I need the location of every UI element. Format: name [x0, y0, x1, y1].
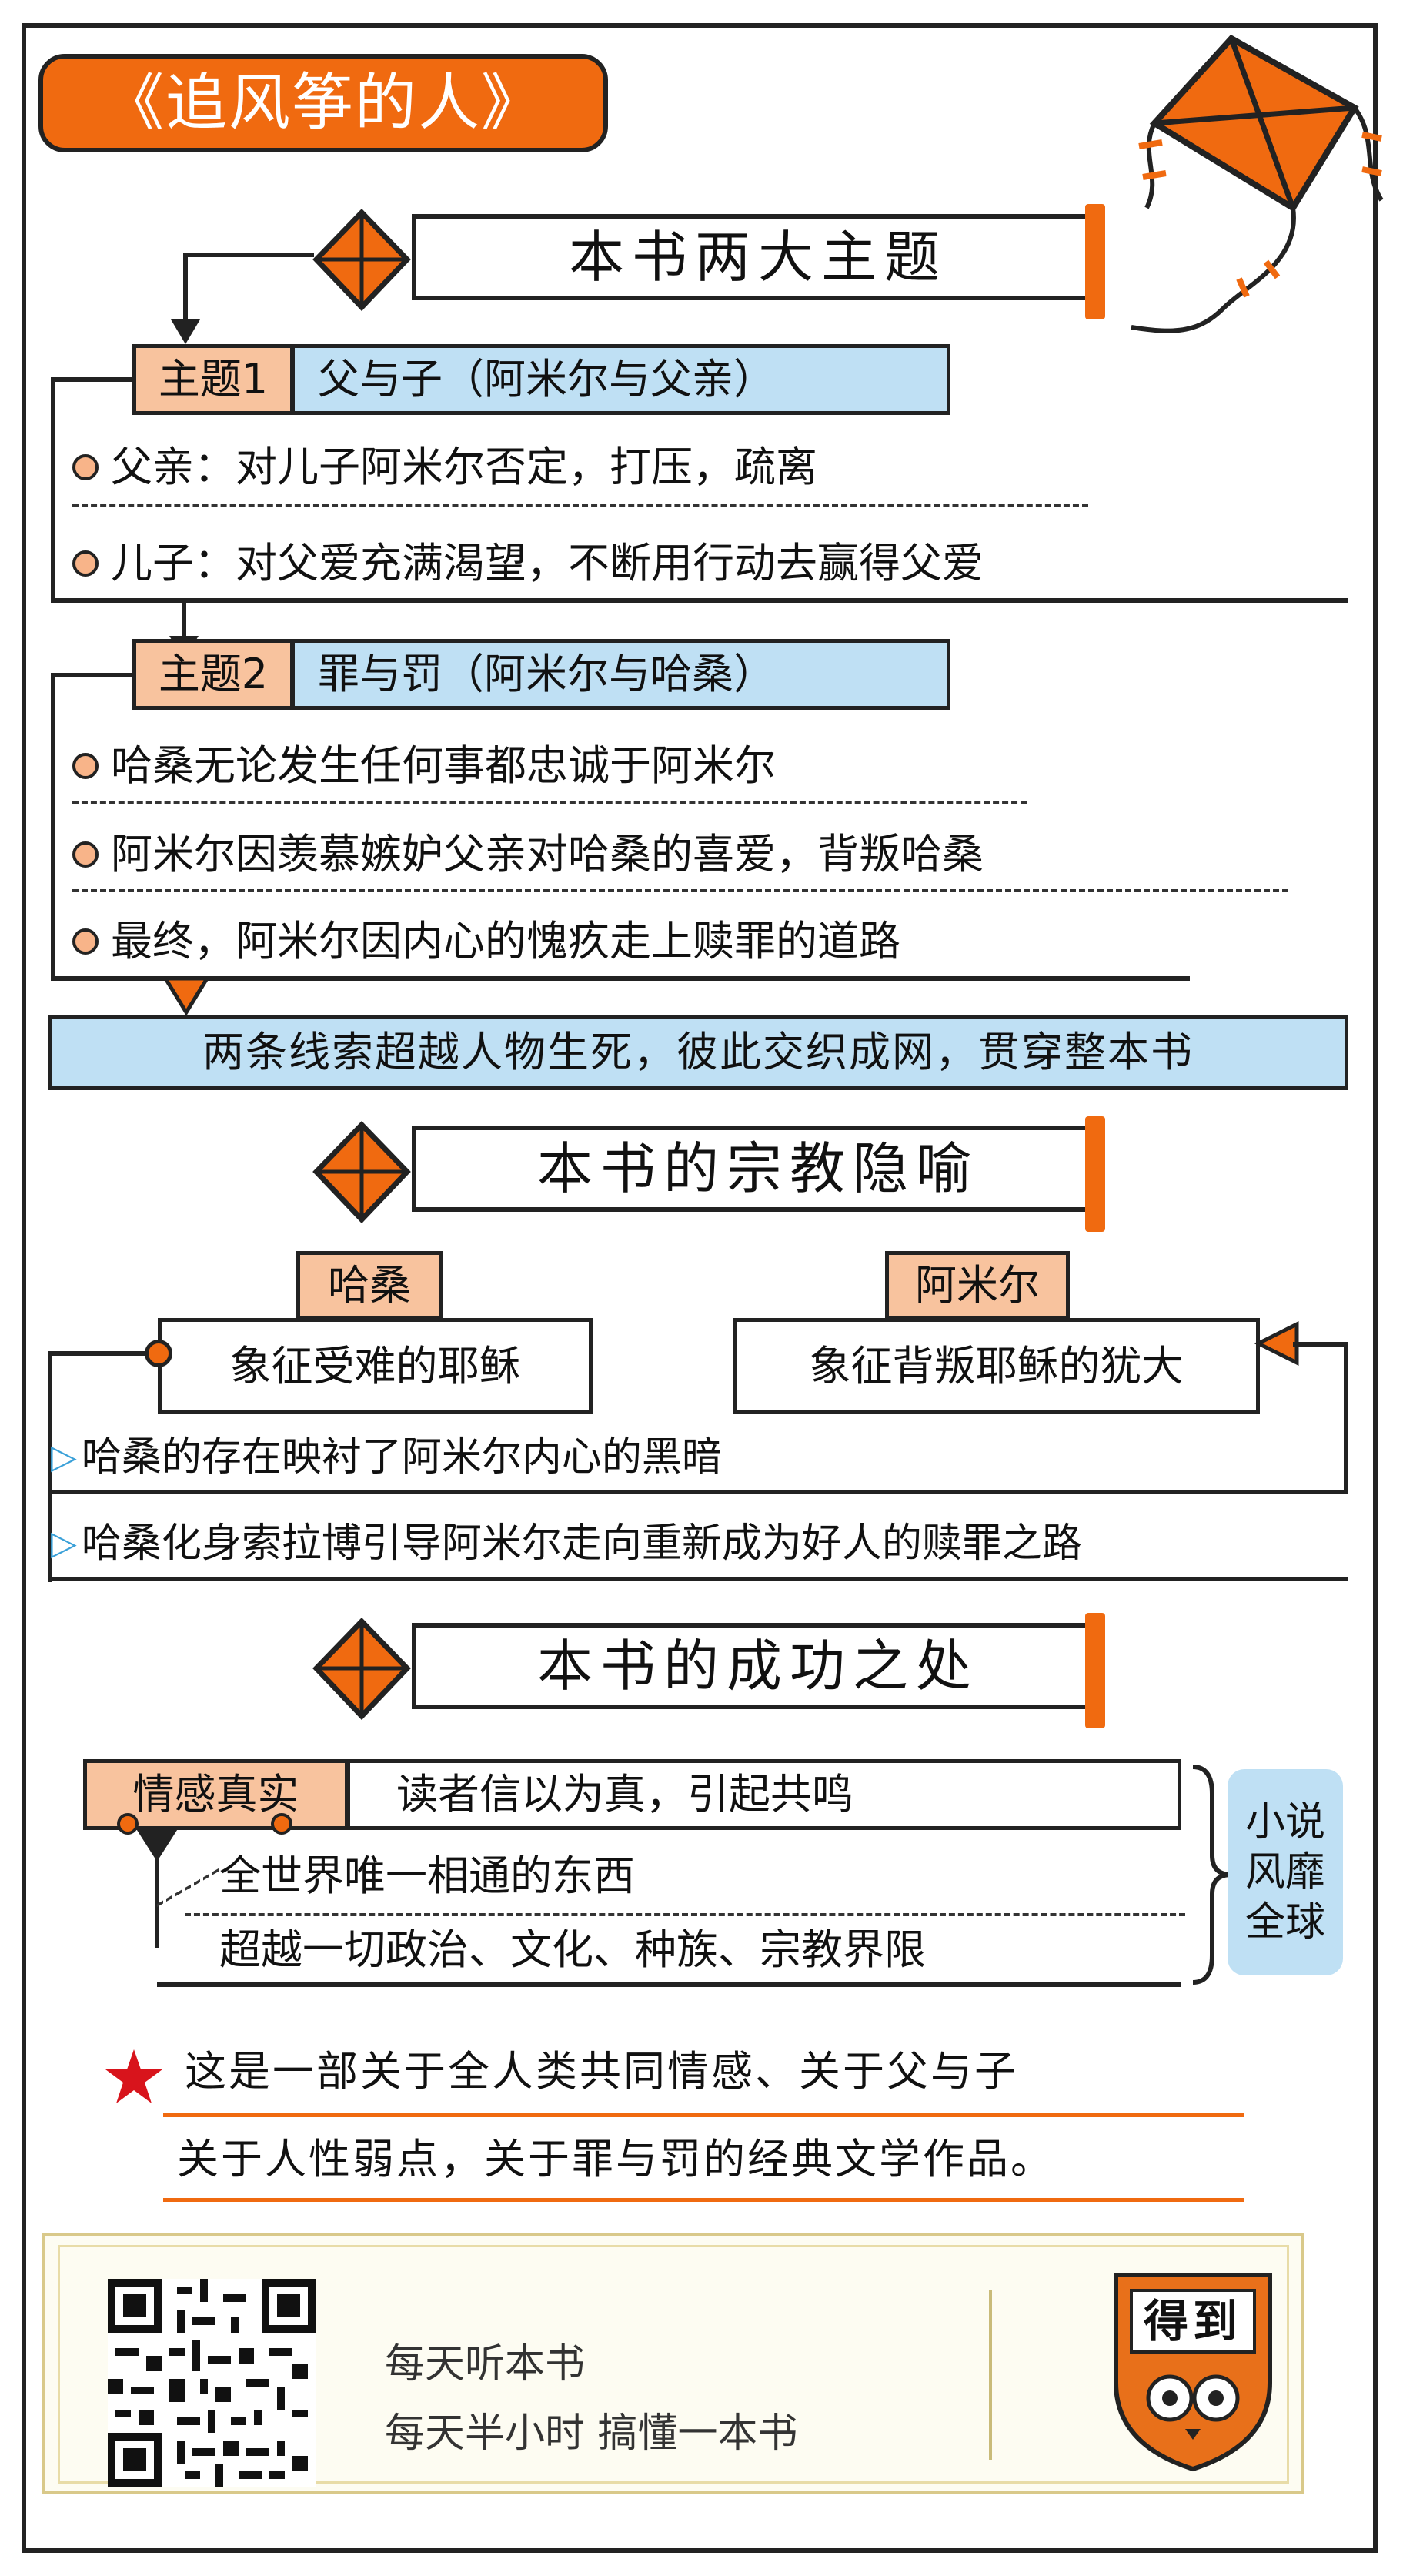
arrow-down-icon: [171, 319, 200, 344]
list-item-text: 哈桑无论发生任何事都忠诚于阿米尔: [111, 741, 776, 790]
logo-shield-icon: [1114, 2273, 1272, 2472]
tree-line: [48, 1351, 52, 1582]
summary-box: 两条线索超越人物生死，彼此交织成网，贯穿整本书: [48, 1015, 1348, 1090]
theme1-title: 父与子（阿米尔与父亲）: [291, 344, 950, 415]
arrow-down-icon: [163, 976, 209, 1015]
bullet-dot: [72, 841, 99, 868]
section-heading-religion: 本书的宗教隐喻: [412, 1126, 1104, 1212]
hassan-tag: 哈桑: [296, 1251, 443, 1320]
conclusion-line: 关于人性弱点，关于罪与罚的经典文学作品。: [177, 2135, 1054, 2183]
list-item: 阿米尔因羡慕嫉妒父亲对哈桑的喜爱，背叛哈桑: [72, 828, 984, 882]
connector-dot: [117, 1813, 139, 1835]
list-item-text: 哈桑的存在映衬了阿米尔内心的黑暗: [81, 1434, 722, 1480]
bullet-dot: [72, 753, 99, 779]
heading-accent-bar: [1085, 204, 1105, 319]
kite-diamond-icon: [312, 1120, 411, 1224]
list-item-text: 最终，阿米尔因内心的愧疚走上赎罪的道路: [111, 917, 900, 965]
kite-diamond-icon: [312, 208, 411, 312]
hassan-box: 象征受难的耶稣: [158, 1318, 593, 1414]
connector-dot: [145, 1340, 172, 1367]
tree-line: [155, 1855, 159, 1948]
connector-line: [183, 253, 188, 330]
page-title: 《追风筝的人》: [38, 54, 608, 152]
amir-tag: 阿米尔: [885, 1251, 1070, 1320]
list-item-text: 儿子：对父爱充满渴望，不断用行动去赢得父爱: [111, 539, 984, 587]
logo-text: 得到: [1143, 2295, 1242, 2347]
list-item: 超越一切政治、文化、种族、宗教界限: [219, 1923, 926, 1977]
bullet-dot: [72, 928, 99, 955]
underline-rule: [51, 976, 1190, 981]
bullet-dot: [72, 550, 99, 577]
section-heading-success: 本书的成功之处: [412, 1623, 1104, 1709]
dashed-divider: [72, 889, 1288, 892]
section-heading-themes: 本书两大主题: [412, 214, 1104, 300]
list-item: 全世界唯一相通的东西: [219, 1849, 635, 1903]
list-item: 哈桑无论发生任何事都忠诚于阿米尔: [72, 739, 776, 793]
conclusion-line: 这是一部关于全人类共同情感、关于父与子: [185, 2047, 1018, 2096]
list-item: ▷ 哈桑化身索拉博引导阿米尔走向重新成为好人的赎罪之路: [51, 1517, 1082, 1571]
list-item-text: 超越一切政治、文化、种族、宗教界限: [219, 1925, 926, 1974]
connector-line: [183, 253, 314, 257]
bullet-dot: [72, 454, 99, 480]
connector-dot: [271, 1813, 292, 1835]
arrow-down-icon: [135, 1828, 179, 1862]
orange-underline: [163, 2198, 1244, 2202]
kite-diamond-icon: [312, 1617, 411, 1721]
theme2-tag: 主题2: [132, 639, 294, 710]
success-main: 读者信以为真，引起共鸣: [346, 1759, 1181, 1830]
footer-slogan-2: 每天半小时 搞懂一本书: [385, 2410, 798, 2457]
theme1-tag: 主题1: [132, 344, 294, 415]
dashed-divider: [72, 504, 1088, 507]
tree-line: [48, 1351, 148, 1356]
tree-line: [51, 377, 55, 601]
list-item: ▷ 哈桑的存在映衬了阿米尔内心的黑暗: [51, 1430, 722, 1484]
underline-rule: [48, 1490, 1348, 1494]
star-icon: [105, 2049, 162, 2103]
theme2-title: 罪与罚（阿米尔与哈桑）: [291, 639, 950, 710]
list-item-text: 父亲：对儿子阿米尔否定，打压，疏离: [111, 443, 817, 491]
list-item: 父亲：对儿子阿米尔否定，打压，疏离: [72, 440, 817, 494]
dashed-divider: [72, 801, 1027, 804]
qr-code-icon[interactable]: [108, 2279, 316, 2487]
heading-accent-bar: [1085, 1613, 1105, 1728]
tree-line: [51, 377, 134, 382]
page-frame: [22, 23, 1378, 2553]
tree-line: [1344, 1342, 1348, 1492]
tree-line: [51, 673, 134, 677]
triangle-bullet-icon: ▷: [51, 1437, 77, 1477]
tree-line: [1293, 1342, 1348, 1347]
underline-rule: [51, 598, 1348, 603]
footer-slogan-1: 每天听本书: [385, 2341, 586, 2387]
heading-accent-bar: [1085, 1116, 1105, 1232]
list-item-text: 阿米尔因羡慕嫉妒父亲对哈桑的喜爱，背叛哈桑: [111, 830, 984, 878]
footer-divider: [989, 2290, 992, 2460]
list-item-text: 全世界唯一相通的东西: [219, 1852, 635, 1900]
triangle-bullet-icon: ▷: [51, 1524, 77, 1563]
amir-box: 象征背叛耶稣的犹大: [733, 1318, 1260, 1414]
tree-line: [51, 673, 55, 981]
underline-rule: [48, 1577, 1348, 1581]
kite-icon: [1131, 34, 1384, 333]
result-badge: 小说风靡全球: [1228, 1769, 1343, 1975]
list-item: 儿子：对父爱充满渴望，不断用行动去赢得父爱: [72, 537, 984, 590]
list-item: 最终，阿米尔因内心的愧疚走上赎罪的道路: [72, 915, 900, 969]
dashed-divider: [185, 1913, 1185, 1916]
connector-line: [182, 601, 186, 647]
underline-rule: [157, 1982, 1181, 1987]
footer-frame-inner: [58, 2245, 1289, 2484]
list-item-text: 哈桑化身索拉博引导阿米尔走向重新成为好人的赎罪之路: [81, 1521, 1082, 1567]
orange-underline: [163, 2113, 1244, 2117]
